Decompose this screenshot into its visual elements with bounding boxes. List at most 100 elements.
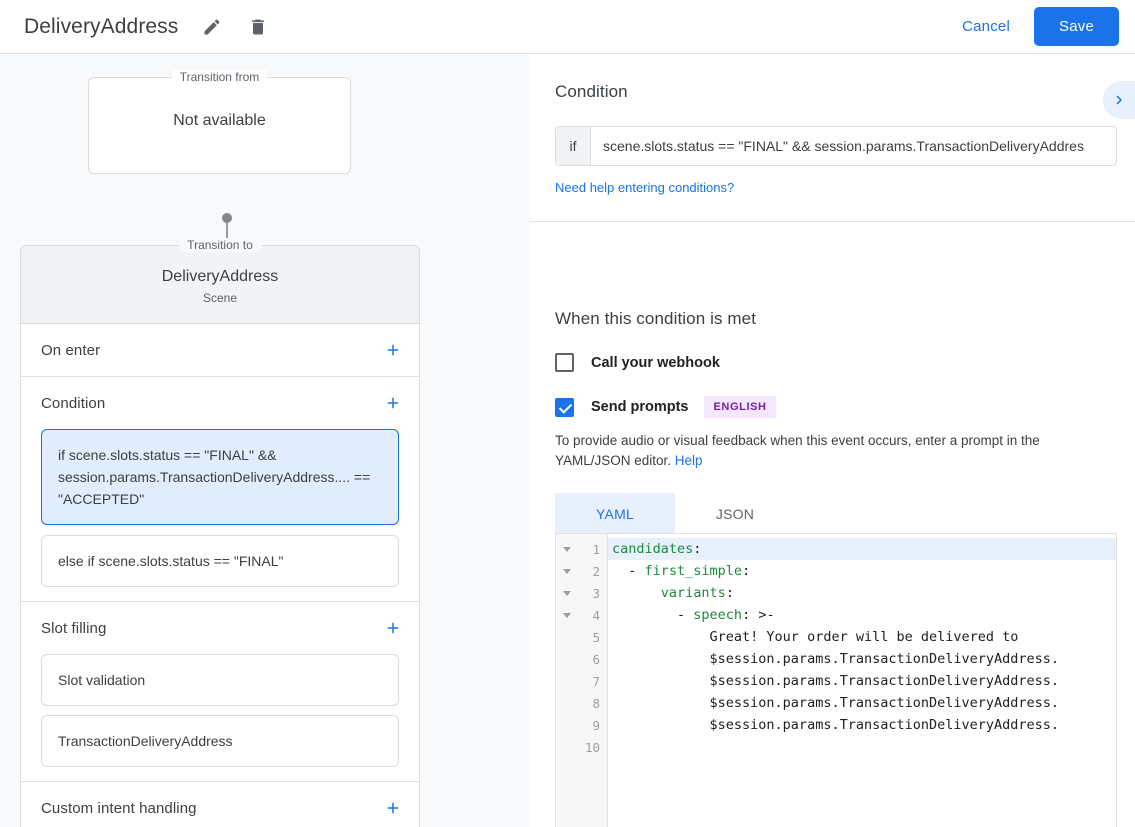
trash-icon[interactable] (246, 15, 270, 39)
editor-code-line[interactable] (608, 736, 1116, 758)
editor-line-number: 7 (556, 670, 607, 692)
editor-code-line[interactable]: Great! Your order will be delivered to (612, 629, 1019, 645)
transition-from-card: Transition from Not available (88, 70, 351, 174)
tab-json[interactable]: JSON (715, 506, 755, 522)
editor-code-line[interactable]: - first_simple: (612, 563, 751, 579)
left-panel: Transition from Not available Transition… (0, 55, 530, 827)
section-header-condition[interactable]: Condition (21, 377, 419, 429)
condition-item-selected[interactable]: if scene.slots.status == "FINAL" && sess… (41, 429, 399, 525)
line-number-label: 6 (592, 651, 600, 667)
pencil-icon[interactable] (200, 15, 224, 39)
editor-line-number: 3 (556, 582, 607, 604)
condition-panel: Condition if Need help entering conditio… (530, 55, 1135, 222)
editor-code-line[interactable]: candidates: (608, 538, 1116, 560)
section-custom-intent-handling: Custom intent handling (21, 782, 419, 827)
transition-from-legend: Transition from (171, 70, 268, 84)
condition-if-prefix: if (556, 127, 591, 165)
right-panel: Condition if Need help entering conditio… (530, 55, 1135, 827)
editor-line-number: 6 (556, 648, 607, 670)
editor-line-number: 10 (556, 736, 607, 758)
condition-help-link[interactable]: Need help entering conditions? (555, 180, 735, 195)
transition-from-value: Not available (173, 112, 266, 129)
condition-heading: Condition (555, 82, 628, 101)
page-title: DeliveryAddress (24, 14, 179, 38)
line-number-label: 9 (592, 717, 600, 733)
section-title-custom-intent-handling: Custom intent handling (41, 799, 197, 817)
section-title-condition: Condition (41, 394, 106, 412)
slot-validation-item[interactable]: Slot validation (41, 654, 399, 706)
line-number-label: 10 (584, 739, 600, 755)
webhook-row[interactable]: Call your webhook (555, 353, 1135, 372)
fold-triangle-icon[interactable] (563, 590, 571, 596)
editor-code-line[interactable]: $session.params.TransactionDeliveryAddre… (612, 695, 1060, 711)
editor-line-number: 2 (556, 560, 607, 582)
editor-line-number: 1 (556, 538, 607, 560)
chevron-right-icon[interactable] (1103, 81, 1135, 119)
send-prompts-label: Send prompts (591, 399, 689, 415)
send-prompts-row[interactable]: Send prompts ENGLISH (555, 396, 1135, 418)
when-met-heading: When this condition is met (555, 309, 757, 328)
editor-description: To provide audio or visual feedback when… (555, 431, 1117, 471)
editor-line-number: 5 (556, 626, 607, 648)
editor-code-line[interactable]: variants: (660, 585, 734, 601)
yaml-editor[interactable]: 1 2 3 4 5 6 7 8 9 10 candidates: - first_simple: … (555, 533, 1117, 827)
transition-to-legend: Transition to (179, 238, 261, 252)
line-number-label: 8 (592, 695, 600, 711)
section-condition: Condition if scene.slots.status == "FINA… (21, 377, 419, 602)
add-slot-filling-icon[interactable] (383, 618, 403, 638)
section-header-slot-filling[interactable]: Slot filling (21, 602, 419, 654)
condition-expression-input[interactable] (591, 127, 1116, 165)
yaml-key: speech (693, 607, 743, 623)
editor-code-area[interactable]: candidates: - first_simple: variants: - … (608, 534, 1116, 827)
save-button[interactable]: Save (1034, 7, 1119, 46)
language-badge: ENGLISH (704, 396, 776, 418)
send-prompts-checkbox[interactable] (555, 397, 574, 417)
add-condition-icon[interactable] (383, 393, 403, 413)
editor-description-text: To provide audio or visual feedback when… (555, 433, 1040, 468)
transition-to-header: Transition to DeliveryAddress Scene (21, 238, 419, 324)
editor-code-line[interactable]: $session.params.TransactionDeliveryAddre… (612, 673, 1060, 689)
section-slot-filling: Slot filling Slot validation Transaction… (21, 602, 419, 782)
when-condition-met-panel: When this condition is met Call your web… (530, 281, 1135, 535)
editor-format-tabs: YAML JSON (555, 493, 1135, 535)
editor-line-number: 9 (556, 714, 607, 736)
condition-input-row: if (555, 126, 1117, 166)
yaml-key: candidates (612, 541, 694, 557)
section-title-slot-filling: Slot filling (41, 619, 107, 637)
line-number-label: 3 (592, 585, 600, 601)
call-webhook-checkbox[interactable] (555, 353, 574, 372)
line-number-label: 4 (592, 607, 600, 623)
condition-item[interactable]: else if scene.slots.status == "FINAL" (41, 535, 399, 587)
yaml-key: first_simple (644, 563, 743, 579)
section-header-custom-intent-handling[interactable]: Custom intent handling (21, 782, 419, 827)
slot-filling-list: Slot validation TransactionDeliveryAddre… (21, 654, 419, 781)
editor-gutter: 1 2 3 4 5 6 7 8 9 10 (556, 534, 608, 827)
line-number-label: 5 (592, 629, 600, 645)
fold-triangle-icon[interactable] (563, 546, 571, 552)
line-number-label: 2 (592, 563, 600, 579)
line-number-label: 7 (592, 673, 600, 689)
editor-code-line[interactable]: - speech: >- (612, 607, 775, 623)
section-on-enter: On enter (21, 324, 419, 377)
editor-code-line[interactable]: $session.params.TransactionDeliveryAddre… (612, 651, 1060, 667)
section-title-on-enter: On enter (41, 341, 101, 359)
add-custom-intent-icon[interactable] (383, 798, 403, 818)
fold-triangle-icon[interactable] (563, 568, 571, 574)
fold-triangle-icon[interactable] (563, 612, 571, 618)
slot-item[interactable]: TransactionDeliveryAddress (41, 715, 399, 767)
call-webhook-label: Call your webhook (591, 354, 720, 371)
app-header: DeliveryAddress Cancel Save (0, 0, 1135, 54)
condition-list: if scene.slots.status == "FINAL" && sess… (21, 429, 419, 601)
tab-yaml[interactable]: YAML (555, 493, 675, 535)
add-on-enter-icon[interactable] (383, 340, 403, 360)
line-number-label: 1 (592, 541, 600, 557)
editor-code-line[interactable]: $session.params.TransactionDeliveryAddre… (612, 717, 1060, 733)
section-header-on-enter[interactable]: On enter (21, 324, 419, 376)
yaml-key: variants (660, 585, 726, 601)
scene-subtitle: Scene (202, 291, 238, 305)
scene-card: Transition to DeliveryAddress Scene On e… (20, 238, 420, 827)
editor-help-link[interactable]: Help (674, 453, 703, 468)
editor-line-number: 4 (556, 604, 607, 626)
cancel-button[interactable]: Cancel (948, 10, 1024, 43)
editor-line-number: 8 (556, 692, 607, 714)
